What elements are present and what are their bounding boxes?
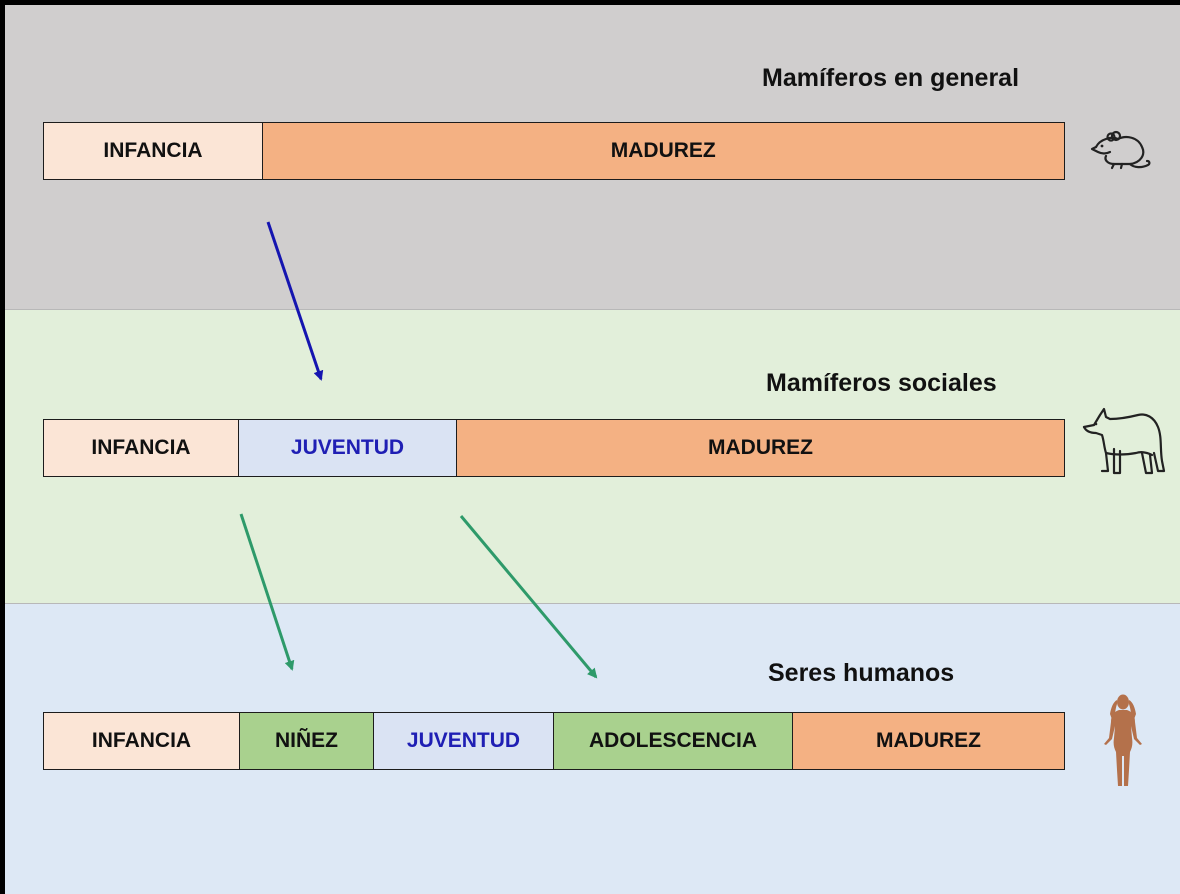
humans-stage-juventud: JUVENTUD: [373, 712, 554, 770]
human-figure-icon: [1104, 694, 1142, 786]
wolf-icon: [1082, 407, 1166, 475]
humans-title: Seres humanos: [768, 659, 955, 687]
social-mammals-title: Mamíferos sociales: [766, 369, 997, 397]
social-stage-juventud: JUVENTUD: [237, 419, 458, 477]
humans-stage-ninez: NIÑEZ: [238, 712, 375, 770]
humans-stage-adolescencia: ADOLESCENCIA: [552, 712, 794, 770]
humans-stage-infancia: INFANCIA: [43, 712, 240, 770]
mammals-stage-infancia: INFANCIA: [43, 122, 263, 180]
mammals-stage-madurez: MADUREZ: [261, 122, 1065, 180]
social-stage-madurez: MADUREZ: [456, 419, 1065, 477]
humans-timeline-bar: INFANCIA NIÑEZ JUVENTUD ADOLESCENCIA MAD…: [43, 712, 1065, 770]
humans-stage-madurez: MADUREZ: [792, 712, 1065, 770]
mammals-title: Mamíferos en general: [762, 64, 1020, 92]
social-stage-infancia: INFANCIA: [43, 419, 239, 477]
rat-icon: [1090, 130, 1151, 170]
mammals-timeline-bar: INFANCIA MADUREZ: [43, 122, 1065, 180]
social-timeline-bar: INFANCIA JUVENTUD MADUREZ: [43, 419, 1065, 477]
